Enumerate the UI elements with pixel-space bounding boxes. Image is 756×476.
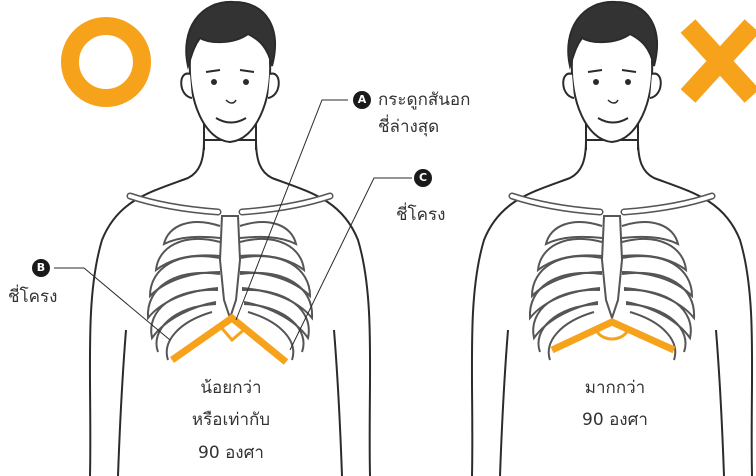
callout-badge-b: B <box>32 259 50 277</box>
callout-label-a-line2: ชี่ล่างสุด <box>378 114 439 140</box>
left-caption-line2: หรือเท่ากับ <box>172 407 290 433</box>
callout-badge-c: C <box>414 169 432 187</box>
right-caption-line1: มากกว่า <box>556 375 674 401</box>
left-caption-line3: 90 องศา <box>172 440 290 466</box>
callout-badge-a: A <box>353 91 371 109</box>
callout-label-a-line1: กระดูกสันอก <box>378 87 470 113</box>
circle-icon <box>70 26 142 98</box>
cross-icon <box>688 26 752 96</box>
callout-label-b: ชี่โครง <box>8 284 57 310</box>
left-caption-line1: น้อยกว่า <box>172 375 290 401</box>
right-caption-line2: 90 องศา <box>556 407 674 433</box>
callout-label-c: ชี่โครง <box>396 202 445 228</box>
